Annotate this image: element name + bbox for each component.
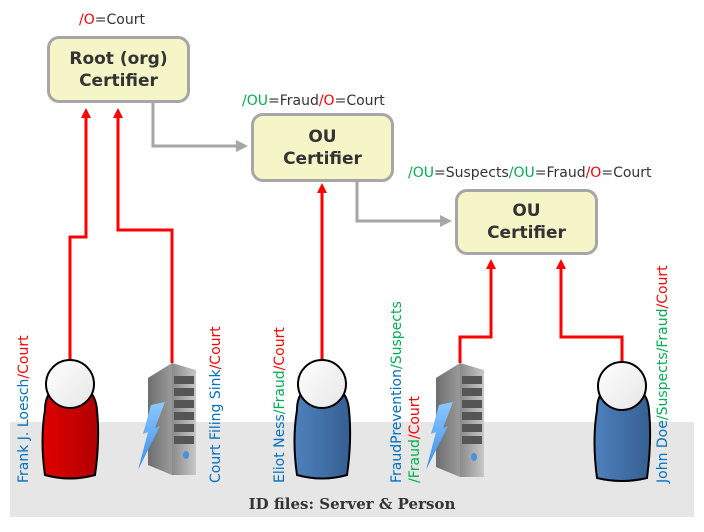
person-icon-john-doe bbox=[593, 361, 652, 482]
server-icon-fraud-prevention bbox=[426, 363, 484, 477]
cert-arrow-fraud-prevention bbox=[458, 259, 496, 363]
dn-label-ou-fraud: /OU=Fraud/O=Court bbox=[242, 93, 385, 109]
connector-ou-fraud-to-ou-suspects bbox=[355, 182, 452, 227]
connector-root-to-ou-fraud bbox=[151, 102, 248, 152]
server-icon-court-filing-sink bbox=[138, 363, 196, 475]
certifier-title-line2: Certifier bbox=[283, 148, 362, 169]
id-files-band bbox=[10, 422, 694, 517]
entity-label-fraud-prevention-line1: FraudPrevention/Suspects bbox=[389, 301, 405, 483]
entity-label-fraud-prevention-line2: /Fraud/Court bbox=[407, 395, 423, 483]
certifier-title-line1: OU bbox=[512, 201, 541, 221]
id-files-label: ID files: Server & Person bbox=[248, 495, 456, 513]
certifier-title-line2: Certifier bbox=[487, 223, 566, 243]
certifier-title-line1: Root (org) bbox=[69, 48, 168, 69]
cert-arrow-john-doe bbox=[556, 259, 624, 362]
entity-label-frank: Frank J. Loesch/Court bbox=[16, 335, 32, 483]
certifier-box-root[interactable]: Root (org) Certifier bbox=[47, 36, 190, 103]
certifier-title-line1: OU bbox=[308, 126, 337, 147]
cert-arrow-court-filing-sink bbox=[113, 108, 174, 363]
certifier-title-line2: Certifier bbox=[79, 70, 158, 91]
person-icon-eliot bbox=[293, 359, 352, 480]
entity-label-eliot: Eliot Ness/Fraud/Court bbox=[272, 327, 288, 483]
dn-label-ou-suspects: /OU=Suspects/OU=Fraud/O=Court bbox=[408, 165, 652, 181]
entity-label-john-doe: John Doe/Suspects/Fraud/Court bbox=[655, 265, 671, 483]
certifier-box-ou-fraud[interactable]: OU Certifier bbox=[251, 113, 394, 182]
dn-label-root: /O=Court bbox=[79, 12, 145, 28]
entity-label-court-filing-sink: Court Filing Sink/Court bbox=[208, 326, 224, 483]
person-icon-frank bbox=[41, 359, 100, 480]
certifier-box-ou-suspects[interactable]: OU Certifier bbox=[455, 189, 598, 255]
cert-arrow-frank bbox=[68, 108, 91, 360]
